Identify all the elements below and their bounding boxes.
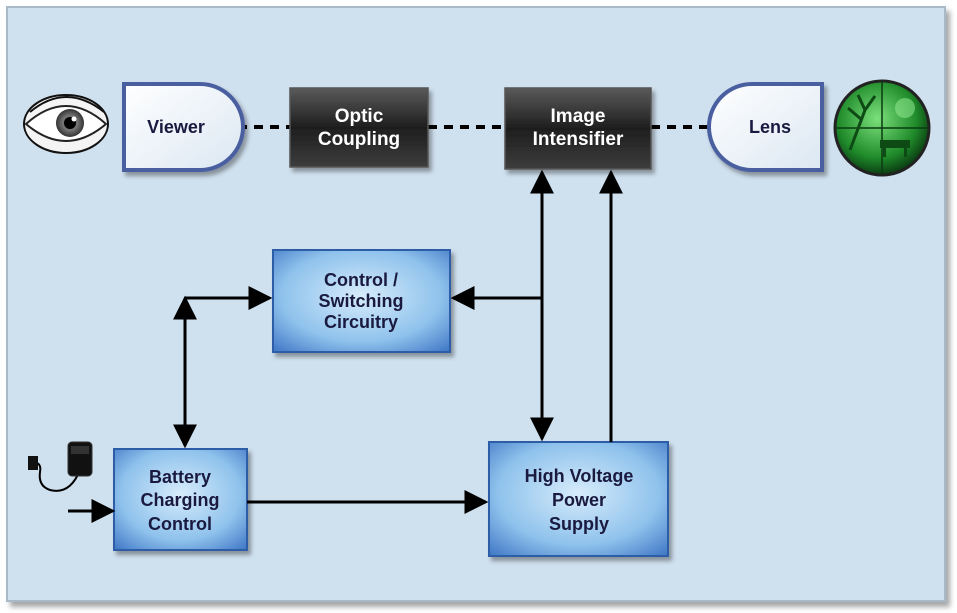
high-voltage-node xyxy=(488,441,669,557)
control-switching-label-line2: Switching xyxy=(319,291,404,311)
image-intensifier-label-line1: Image xyxy=(551,106,606,127)
high-voltage-label-line1: High Voltage xyxy=(525,466,634,486)
battery-charging-node xyxy=(113,448,248,551)
eye-icon xyxy=(23,94,109,154)
lens-node xyxy=(707,82,824,172)
high-voltage-label-line3: Supply xyxy=(549,514,609,534)
control-switching-label-line3: Circuitry xyxy=(324,312,398,332)
night-vision-scene-icon xyxy=(833,79,931,177)
control-switching-label-line1: Control / xyxy=(324,270,398,290)
optic-coupling-label-line2: Coupling xyxy=(318,129,400,150)
battery-charging-label-line1: Battery xyxy=(149,467,211,487)
control-switching-node xyxy=(272,249,451,353)
lens-label: Lens xyxy=(749,117,791,137)
signal-arrows xyxy=(68,169,623,523)
image-intensifier-node xyxy=(504,87,652,170)
high-voltage-label-line2: Power xyxy=(552,490,606,510)
viewer-label: Viewer xyxy=(147,117,205,137)
battery-charging-label-line2: Charging xyxy=(141,490,220,510)
viewer-node xyxy=(122,82,245,172)
battery-charging-label-line3: Control xyxy=(148,514,212,534)
optic-coupling-label-line1: Optic xyxy=(335,106,384,127)
image-intensifier-label-line2: Intensifier xyxy=(533,129,624,150)
optic-coupling-node xyxy=(289,87,429,168)
charger-plug-icon xyxy=(28,441,93,492)
